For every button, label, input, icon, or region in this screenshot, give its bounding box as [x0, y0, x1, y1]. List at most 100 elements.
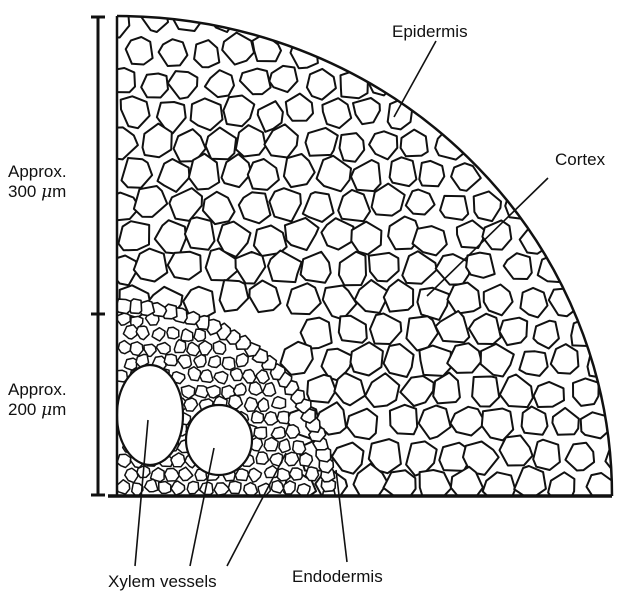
- scale-upper-approx: Approx.: [8, 162, 67, 182]
- cortex-cell: [534, 382, 564, 407]
- stele-cell: [279, 439, 290, 453]
- stele-cell: [145, 479, 158, 492]
- stele-cell: [178, 355, 192, 369]
- xylem-vessel-large: [117, 365, 183, 465]
- cortex-cell: [106, 68, 135, 92]
- stele-cell: [300, 453, 313, 466]
- stele-cell: [187, 342, 200, 356]
- cortex-cell: [447, 343, 481, 373]
- cortex-cell: [351, 160, 381, 191]
- cortex-cell: [107, 256, 138, 286]
- cortex-cell: [353, 98, 380, 124]
- cortex-cell: [206, 128, 237, 160]
- cortex-cell: [484, 285, 513, 316]
- cortex-cell: [332, 443, 364, 474]
- cortex-cell: [474, 191, 501, 221]
- cortex-cell: [482, 220, 511, 249]
- cortex-cell: [482, 409, 513, 441]
- cortex-cell: [551, 344, 579, 374]
- cortex-cell: [338, 190, 370, 221]
- cortex-cell: [390, 157, 417, 186]
- cortex-cell: [307, 69, 336, 100]
- cortex-cell: [285, 218, 319, 250]
- cortex-cell: [605, 440, 620, 471]
- stele-cell: [152, 328, 165, 341]
- stele-cell: [256, 370, 269, 384]
- cortex-cell: [287, 283, 321, 314]
- cortex-cell: [588, 350, 614, 377]
- stele-cell: [194, 329, 205, 341]
- stele-cell: [285, 452, 299, 465]
- stele-cell: [199, 341, 212, 355]
- cortex-cell: [447, 283, 480, 314]
- cortex-cell: [533, 321, 559, 349]
- cortex-cell: [472, 377, 499, 407]
- cortex-cell: [565, 443, 594, 471]
- epidermis-label: Epidermis: [392, 22, 468, 42]
- cortex-cell: [351, 222, 381, 255]
- cortex-cell: [220, 280, 249, 311]
- cortex-cell: [436, 254, 469, 285]
- cortex-cell: [191, 98, 223, 130]
- stele-cell: [248, 468, 261, 482]
- stele-cell: [242, 370, 256, 383]
- scale-lower-unit: m: [52, 400, 66, 419]
- cortex-cell: [369, 131, 397, 159]
- cortex-cell: [369, 253, 399, 282]
- stele-cell: [208, 356, 220, 368]
- cortex-cell: [307, 375, 336, 403]
- scale-upper-label: Approx. 300 μm: [8, 162, 67, 202]
- stele-cell: [251, 411, 263, 423]
- cortex-cell: [370, 314, 401, 345]
- cortex-cell: [159, 39, 188, 66]
- stele-cell: [159, 482, 171, 494]
- xylem-vessel-medium: [186, 405, 252, 475]
- scale-upper-value: 300: [8, 182, 36, 201]
- cortex-cell: [240, 69, 271, 95]
- cortex-cell: [419, 346, 450, 376]
- stele-cell: [277, 469, 290, 481]
- cortex-cell: [322, 98, 351, 128]
- cortex-cell: [291, 40, 318, 68]
- cortex-cell: [321, 218, 353, 249]
- cortex-cell: [134, 249, 168, 282]
- xylem-vessels-label: Xylem vessels: [108, 572, 217, 592]
- cortex-cell: [504, 253, 532, 279]
- stele-cell: [157, 343, 171, 355]
- cortex-cell: [239, 192, 271, 223]
- cortex-cell: [303, 192, 334, 222]
- scale-upper-value-line: 300 μm: [8, 182, 67, 202]
- cortex-cell: [134, 186, 167, 217]
- cortex-cell: [269, 66, 297, 92]
- cortex-cell: [538, 255, 565, 282]
- cortex-cell: [450, 407, 485, 436]
- cortex-cell: [406, 190, 435, 215]
- stele-cell: [214, 372, 228, 384]
- cortex-cell: [365, 373, 399, 407]
- stele-cell: [174, 340, 186, 353]
- cortex-cell: [388, 100, 412, 129]
- cortex-cell: [102, 11, 130, 38]
- cortex-cell: [435, 130, 464, 160]
- stele-cell: [214, 483, 229, 495]
- stele-cell: [181, 329, 193, 341]
- cortex-cell: [520, 288, 547, 318]
- stele-cell: [171, 481, 185, 495]
- cortex-cell: [173, 4, 203, 31]
- stele-cell: [244, 483, 258, 497]
- cortex-cell: [168, 252, 201, 280]
- stele-cell: [117, 454, 131, 467]
- cortex-cell: [402, 251, 436, 284]
- stele-cell: [184, 398, 198, 411]
- cortex-cell: [236, 252, 266, 284]
- endodermis-label: Endodermis: [292, 567, 383, 587]
- stele-cell: [263, 383, 276, 397]
- cortex-cell: [419, 161, 444, 186]
- stele-cell: [258, 398, 269, 411]
- stele-cell: [165, 468, 180, 481]
- cortex-cell: [581, 412, 608, 438]
- stele-cell: [306, 467, 319, 481]
- stele-cell: [117, 313, 130, 325]
- stele-cell: [136, 326, 149, 340]
- cortex-cell: [222, 33, 254, 65]
